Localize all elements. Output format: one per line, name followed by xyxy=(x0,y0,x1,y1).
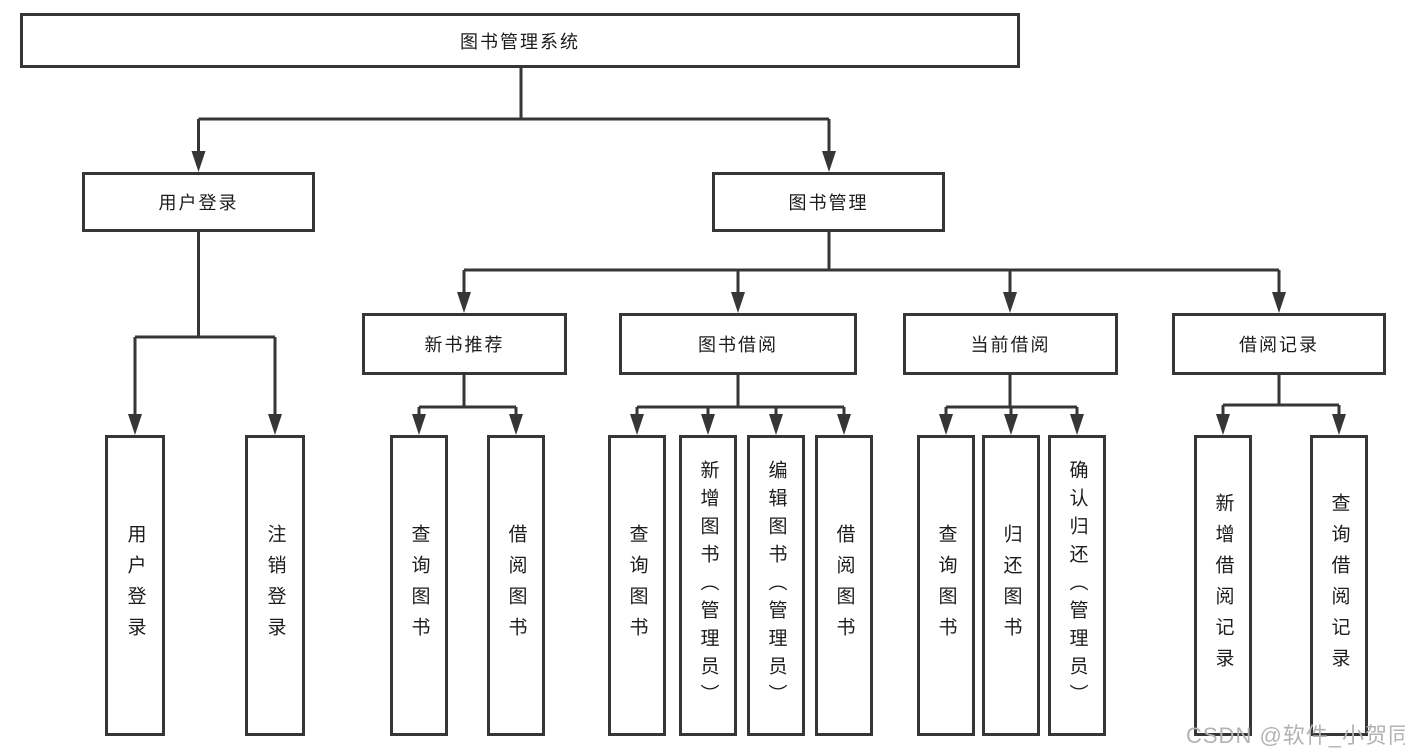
node-current-borrow: 当前借阅 xyxy=(903,313,1118,375)
leaf-query-borrow-record: 查询借阅记录 xyxy=(1310,435,1368,736)
leaf-query-books-borrow: 查询图书 xyxy=(608,435,666,736)
node-new-book-recommend: 新书推荐 xyxy=(362,313,567,375)
arrowheads xyxy=(128,151,1346,435)
leaf-borrow-books-recommend: 借阅图书 xyxy=(487,435,545,736)
node-book-borrow: 图书借阅 xyxy=(619,313,857,375)
node-borrow-records: 借阅记录 xyxy=(1172,313,1386,375)
leaf-logout: 注销登录 xyxy=(245,435,305,736)
leaf-borrow-books: 借阅图书 xyxy=(815,435,873,736)
connector-path xyxy=(133,68,1341,416)
node-user-login: 用户登录 xyxy=(82,172,315,232)
leaf-add-book-admin: 新增图书（管理员） xyxy=(679,435,737,736)
leaf-confirm-return-admin: 确认归还（管理员） xyxy=(1048,435,1106,736)
leaf-query-books-current: 查询图书 xyxy=(917,435,975,736)
node-root: 图书管理系统 xyxy=(20,13,1020,68)
node-book-management: 图书管理 xyxy=(712,172,945,232)
leaf-query-books-recommend: 查询图书 xyxy=(390,435,448,736)
csdn-watermark: CSDN @软件_小贺同学 xyxy=(1186,723,1405,748)
leaf-return-book: 归还图书 xyxy=(982,435,1040,736)
leaf-add-borrow-record: 新增借阅记录 xyxy=(1194,435,1252,736)
leaf-edit-book-admin: 编辑图书（管理员） xyxy=(747,435,805,736)
leaf-user-login: 用户登录 xyxy=(105,435,165,736)
